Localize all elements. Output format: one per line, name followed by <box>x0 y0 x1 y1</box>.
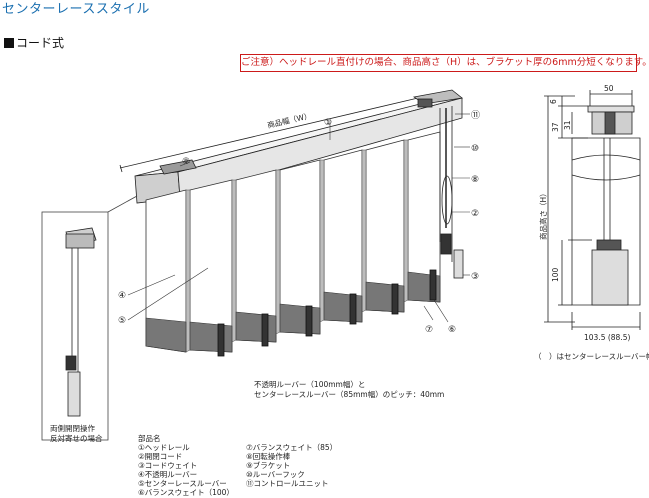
cord-weight-right <box>453 249 464 279</box>
square-bullet-icon <box>4 38 14 48</box>
parts-right-11: ⑪コントロールユニット <box>246 479 329 488</box>
pitch-note-line2: センターレースルーバー（85mm幅）のピッチ：40mm <box>254 390 445 399</box>
parts-heading: 部品名 <box>138 434 161 443</box>
callout-2: ② <box>471 209 479 219</box>
parts-left-4: ④不透明ルーバー <box>138 470 198 479</box>
cord-weight-left <box>440 233 452 255</box>
headrail-front <box>177 97 463 199</box>
parts-right-10: ⑩ルーバーフック <box>246 470 305 479</box>
parts-left-3: ③コードウェイト <box>138 461 198 470</box>
page-title: センターレーススタイル <box>2 2 150 17</box>
dim-100: 100 <box>551 267 560 282</box>
width-dimension-line <box>119 97 419 169</box>
callout-9: ⑨ <box>182 157 190 167</box>
callout-11: ⑪ <box>471 110 480 121</box>
parts-right-8: ⑧回転操作棒 <box>246 452 291 461</box>
subtitle-text: コード式 <box>16 36 65 50</box>
callout-3: ③ <box>471 272 479 282</box>
callout-7: ⑦ <box>425 325 433 335</box>
parts-right-9: ⑨ブラケット <box>246 461 291 470</box>
callout-1: ① <box>324 118 332 128</box>
callout-5: ⑤ <box>118 316 126 326</box>
callout-4: ④ <box>118 291 126 301</box>
notice-box: ご注意）ヘッドレール直付けの場合、商品高さ（H）は、ブラケット厚の6mm分短くな… <box>240 54 649 72</box>
operating-wand-loop <box>441 175 453 225</box>
dim-height: 商品高さ（H） <box>538 189 548 240</box>
callout-6: ⑥ <box>448 325 456 335</box>
dim-31: 31 <box>563 120 572 130</box>
section-subtitle: コード式 <box>4 34 64 51</box>
dim-bottom-width: 103.5 (88.5) <box>584 333 630 342</box>
inset-caption-line2: 反対寄せの場合 <box>50 434 103 443</box>
dim-top-width: 50 <box>604 84 614 93</box>
parts-left-2: ②開閉コード <box>138 452 183 461</box>
parts-right-7: ⑦バランスウェイト（85） <box>246 443 338 452</box>
parts-left-5: ⑤センターレースルーバー <box>138 479 227 488</box>
callout-8: ⑧ <box>471 175 479 185</box>
parts-left-6: ⑥バランスウェイト（100） <box>138 488 234 497</box>
bracket-right <box>417 98 433 108</box>
width-label: 商品幅（W） <box>266 110 312 130</box>
parts-left-1: ①ヘッドレール <box>138 443 190 452</box>
width-guide-left <box>119 164 123 173</box>
paren-note: （ ）はセンターレースルーバー幅 <box>534 352 649 361</box>
dim-6: 6 <box>549 99 558 104</box>
dim-37: 37 <box>551 122 560 132</box>
inset-caption-line1: 両側開閉操作 <box>50 424 95 433</box>
pitch-note-line1: 不透明ルーバー（100mm幅）と <box>254 380 366 389</box>
callout-10: ⑩ <box>471 144 479 154</box>
